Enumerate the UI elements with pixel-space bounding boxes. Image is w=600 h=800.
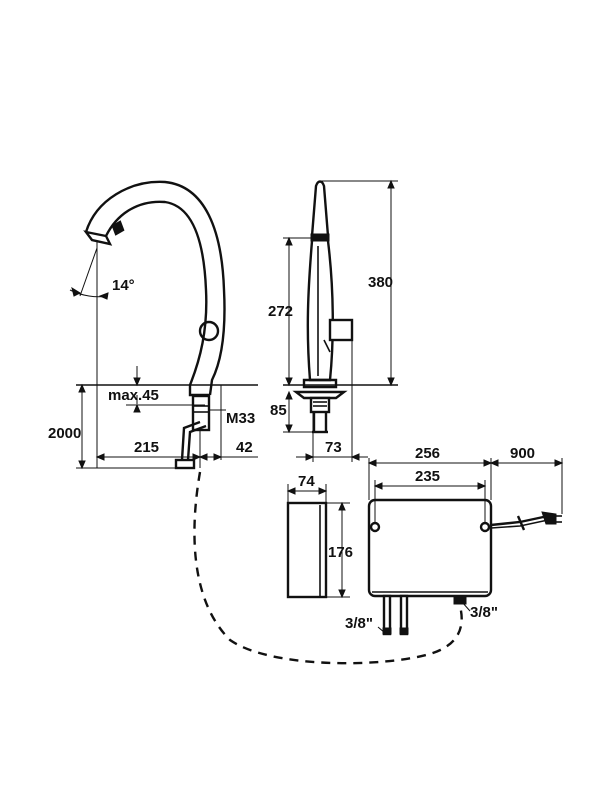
faucet-front-view [83, 180, 226, 470]
box-height-dimension: 176 [326, 501, 353, 599]
angle-indicator: 14° [69, 247, 135, 300]
max-thickness-label: max.45 [108, 387, 159, 404]
hose-route-dashed [193, 471, 463, 665]
hose-length-dimension: 2000 [48, 383, 180, 470]
side-height-272-dimension: 272 [268, 236, 312, 387]
hose-length-label: 2000 [48, 425, 81, 442]
base-depth-label: 73 [325, 439, 342, 456]
connection-right-label: 3/8" [470, 604, 498, 621]
box-width-dimension: 256 [367, 445, 493, 500]
base-depth-dimension: 73 [296, 340, 368, 462]
cable-length-dimension: 900 [489, 445, 564, 514]
box-depth-label: 74 [298, 473, 315, 490]
connection-left-label: 3/8" [345, 615, 373, 632]
offset-label: 42 [236, 439, 253, 456]
side-height-380-dimension: 380 [320, 179, 398, 387]
box-mount-width-dimension: 235 [373, 468, 487, 523]
reach-label: 215 [134, 439, 159, 456]
below-deck-dimension: 85 [270, 390, 312, 434]
thread-dimension: M33 [209, 409, 255, 427]
connection-right-leader [461, 601, 471, 612]
max-thickness-dimension: max.45 [108, 366, 205, 413]
box-depth-dimension: 74 [286, 473, 328, 503]
box-mount-width-label: 235 [415, 468, 440, 485]
cable-length-label: 900 [510, 445, 535, 462]
connection-left-leader [377, 626, 386, 634]
control-box-side-view [286, 501, 328, 599]
faucet-side-view [292, 180, 354, 434]
reach-dimension: 215 [95, 439, 202, 461]
spout-angle-label: 14° [112, 277, 135, 294]
offset-dimension: 42 [198, 439, 258, 461]
box-height-label: 176 [328, 544, 353, 561]
side-height-272-label: 272 [268, 303, 293, 320]
below-deck-label: 85 [270, 402, 287, 419]
box-width-label: 256 [415, 445, 440, 462]
thread-label: M33 [226, 410, 255, 427]
control-box-front-view [367, 498, 562, 636]
side-height-380-label: 380 [368, 274, 393, 291]
